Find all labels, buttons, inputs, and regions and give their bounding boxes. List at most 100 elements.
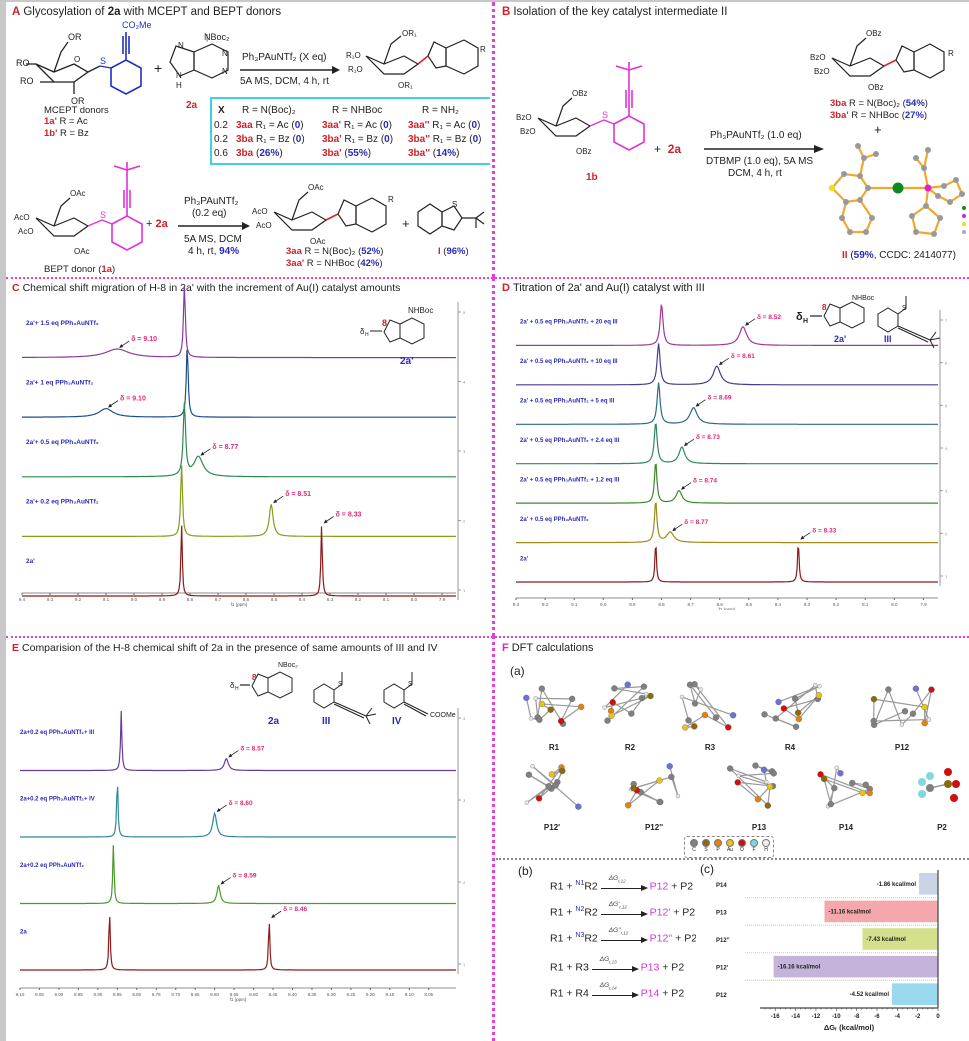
legend-label: H [764,847,768,853]
equation-tail: + P2 [668,880,694,893]
svg-text:N: N [222,49,228,58]
bar-p14 [919,873,938,895]
atom [764,779,769,785]
x-tick-label: 8.30 [327,992,336,997]
atom [795,715,802,723]
equation-row: R1 + R4 ΔGr,14 P14 + P2 [550,982,684,1000]
atom [712,714,720,721]
equation-arrow: ΔG'r,12 [600,901,648,918]
x-tick-label: 8.50 [249,992,258,997]
bond [627,780,660,806]
structure-label: P12' [544,823,560,832]
x-tick-label: 8.0 [891,602,898,607]
molecule-model [870,685,935,728]
bond [614,686,644,690]
x-tick-label: 9.10 [16,992,25,997]
reaction-arrow-b [704,145,824,153]
atom [820,775,828,783]
spectrum-trace [22,402,456,478]
arrow-line [600,913,643,915]
x-tick-label: 8.60 [210,992,219,997]
atom [870,717,877,725]
bar-p12pp [862,928,938,950]
svg-text:8: 8 [252,673,257,682]
atom [944,780,952,788]
series-label: 2a' + 0.5 eq PPh₃AuNTf₂ + 2.4 eq III [520,438,620,444]
x-tick-label: 8.8 [187,597,194,602]
svg-text:H: H [803,318,808,325]
bond [767,786,771,806]
x-tick-label: 8.4 [775,602,782,607]
x-tick-label: 8.20 [366,992,375,997]
atom-swatch [762,839,770,847]
atom [775,698,782,706]
atom [766,783,774,790]
delta-g-label: ΔGr,12 [608,874,626,884]
x-tick-label: 9.3 [513,602,520,607]
atom [698,687,703,692]
plus-sign-2: + [402,216,410,231]
atom [538,700,546,708]
equation-term: R3 [575,961,592,974]
spectrum-trace [22,525,456,597]
atom [752,762,759,769]
series-label: 2a'+ 1 eq PPh₃AuNTf₂ [26,379,93,386]
x-tick-label: -2 [915,1014,921,1020]
series-label: 2a' + 0.5 eq PPh₃AuNTf₂ + 20 eq III [520,320,618,326]
svg-text:AcO: AcO [252,207,268,216]
table-row: 0.2 3aa R₁ = Ac (0) 3aa' R₁ = Ac (0) 3aa… [214,120,481,131]
svg-text:OBz: OBz [868,83,884,92]
delta-label: δ = 8.60 [229,800,253,807]
svg-text:S: S [902,305,907,312]
atom [754,796,762,803]
svg-text:H: H [235,686,239,692]
structure-label: P12 [895,743,910,752]
value-label: -4.52 kcal/mol [850,992,890,998]
peak-arrowhead [323,519,328,524]
y-tick-label: 2 [463,880,466,885]
svg-text:S: S [602,110,608,120]
x-tick-label: 8.2 [355,597,362,602]
series-label: 2a' + 0.5 eq PPh₃AuNTf₂ [520,517,589,523]
bar-p12p [773,955,938,978]
x-tick-label: 9.05 [35,992,44,997]
table-row: 0.2 3ba R₁ = Bz (0) 3ba' R₁ = Bz (0) 3ba… [214,134,482,145]
svg-text:OAc: OAc [310,237,326,246]
delta-label: δ = 8.61 [731,353,755,360]
bept-label: BEPT donor (1a) [44,264,116,275]
x-tick-label: -12 [812,1014,821,1020]
category-label: P12' [716,966,729,972]
legend-item-s: S [701,839,711,853]
svg-text:R: R [480,45,486,54]
x-tick-label: 0 [936,1014,940,1020]
delta-label: δ = 8.33 [336,511,362,518]
svg-text:OR: OR [68,32,82,42]
peak-arrowhead [119,344,124,349]
equation-term: R1 + [550,932,576,945]
atom [792,723,800,730]
equation-term: R1 + [550,961,576,974]
nboc2-label: NBoc₂ [204,32,230,42]
delta-label: δ = 8.77 [212,444,238,451]
atom [638,694,646,702]
x-tick-label: 8.9 [159,597,166,602]
bond [604,684,629,709]
bond [535,698,539,718]
atom [602,705,607,710]
structure-label: R3 [705,743,716,752]
value-label: -11.16 kcal/mol [828,909,871,915]
atom [525,771,533,778]
x-tick-label: 8.40 [288,992,297,997]
equation-row: R1 + N2R2 ΔG'r,12 P12' + P2 [550,901,695,919]
legend-item-au: Au [725,839,735,853]
y-tick-label: 1 [463,588,466,593]
atom-swatch [726,839,734,847]
x-tick-label: 8.3 [327,597,334,602]
atom [668,773,675,781]
purine-2a-structure: | N N N N H [169,33,229,90]
atom [575,803,582,810]
peak-arrowhead [745,321,750,326]
atom [859,789,866,796]
